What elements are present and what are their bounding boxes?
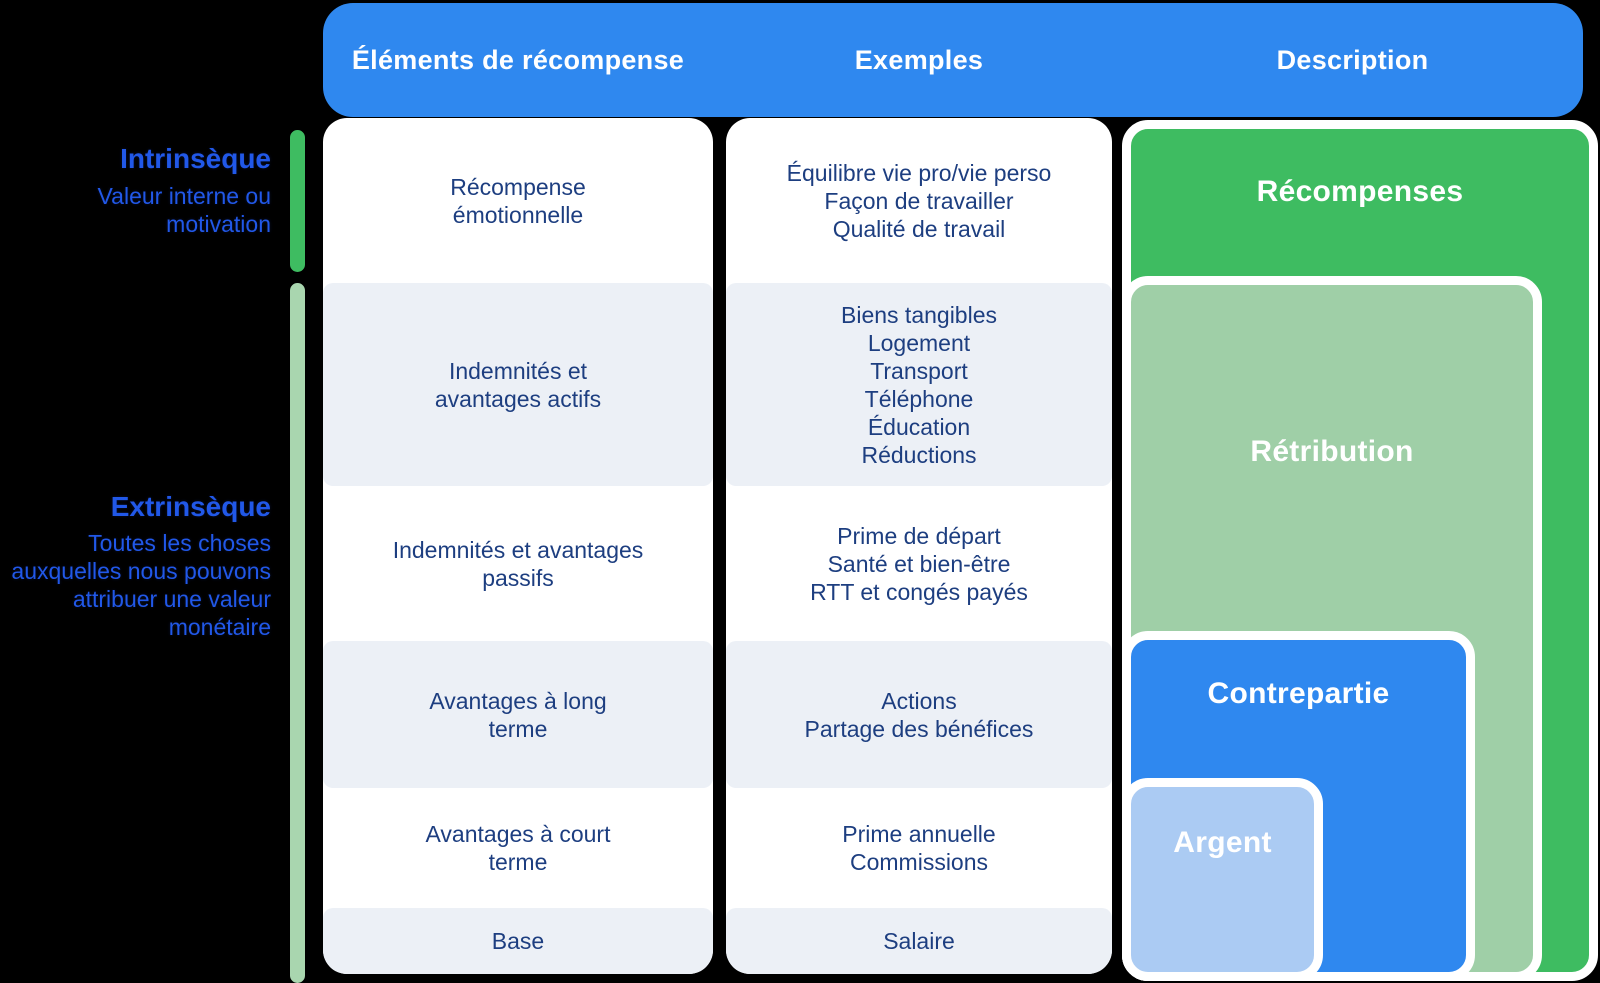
header-description: Description [1276, 44, 1429, 75]
contrepartie-label: Contrepartie [1207, 677, 1390, 710]
cell-text: Prime annuelle [842, 821, 996, 847]
cell-text: Récompense [450, 173, 586, 200]
cell-text: Logement [867, 329, 971, 356]
cell-text: Avantages à court [425, 821, 611, 847]
description-box-argent: Argent [1122, 778, 1323, 981]
cell-text: Avantages à long [429, 687, 607, 714]
cell-text: Indemnités et avantages [392, 536, 644, 563]
extrinsic-category-bar [290, 283, 305, 983]
header-elements-de-recompense: Éléments de récompense [351, 44, 685, 75]
cell-text: RTT et congés payés [810, 578, 1028, 605]
cell-text: Prime de départ [837, 522, 1001, 549]
cell-text: avantages actifs [434, 385, 602, 412]
cell-text: Qualité de travail [832, 215, 1006, 242]
cell-text: terme [488, 849, 548, 875]
argent-label: Argent [1173, 826, 1272, 859]
cell-text: Biens tangibles [841, 301, 997, 328]
cell-text: Commissions [849, 849, 989, 875]
cell-text: Réductions [861, 441, 977, 468]
cell-text: Téléphone [864, 385, 974, 412]
cell-text: terme [488, 715, 548, 742]
text-line: auxquelles nous pouvons [11, 558, 271, 584]
cell-text: Partage des bénéfices [804, 715, 1034, 742]
extrinsic-title: Extrinsèque [110, 491, 271, 522]
table-header-bar: Éléments de récompense Exemples Descript… [323, 3, 1583, 117]
cell-text: Équilibre vie pro/vie perso [786, 159, 1052, 186]
text-line: motivation [166, 211, 271, 237]
text-line: attribuer une valeur [72, 586, 271, 612]
text-line: Toutes les choses [88, 530, 271, 556]
header-exemples: Exemples [854, 44, 984, 75]
cell-text: passifs [482, 564, 554, 591]
cell-text: Indemnités et [448, 357, 588, 384]
text-line: Valeur interne ou [97, 183, 271, 209]
retribution-label: Rétribution [1250, 435, 1414, 468]
cell-text: Éducation [867, 413, 971, 440]
cell-text: Salaire [883, 928, 955, 954]
text-line: monétaire [168, 614, 271, 640]
cell-text: Santé et bien-être [827, 550, 1011, 577]
cell-text: Base [491, 928, 545, 954]
intrinsic-category-bar [290, 130, 305, 272]
cell-text: émotionnelle [452, 201, 584, 228]
table-row: Salaire [726, 908, 1112, 974]
cell-text: Actions [881, 687, 957, 714]
cell-text: Façon de travailler [824, 187, 1014, 214]
intrinsic-title: Intrinsèque [120, 143, 271, 174]
table-row: Base [323, 908, 713, 974]
cell-text: Transport [870, 357, 968, 384]
recompenses-label: Récompenses [1256, 175, 1464, 208]
